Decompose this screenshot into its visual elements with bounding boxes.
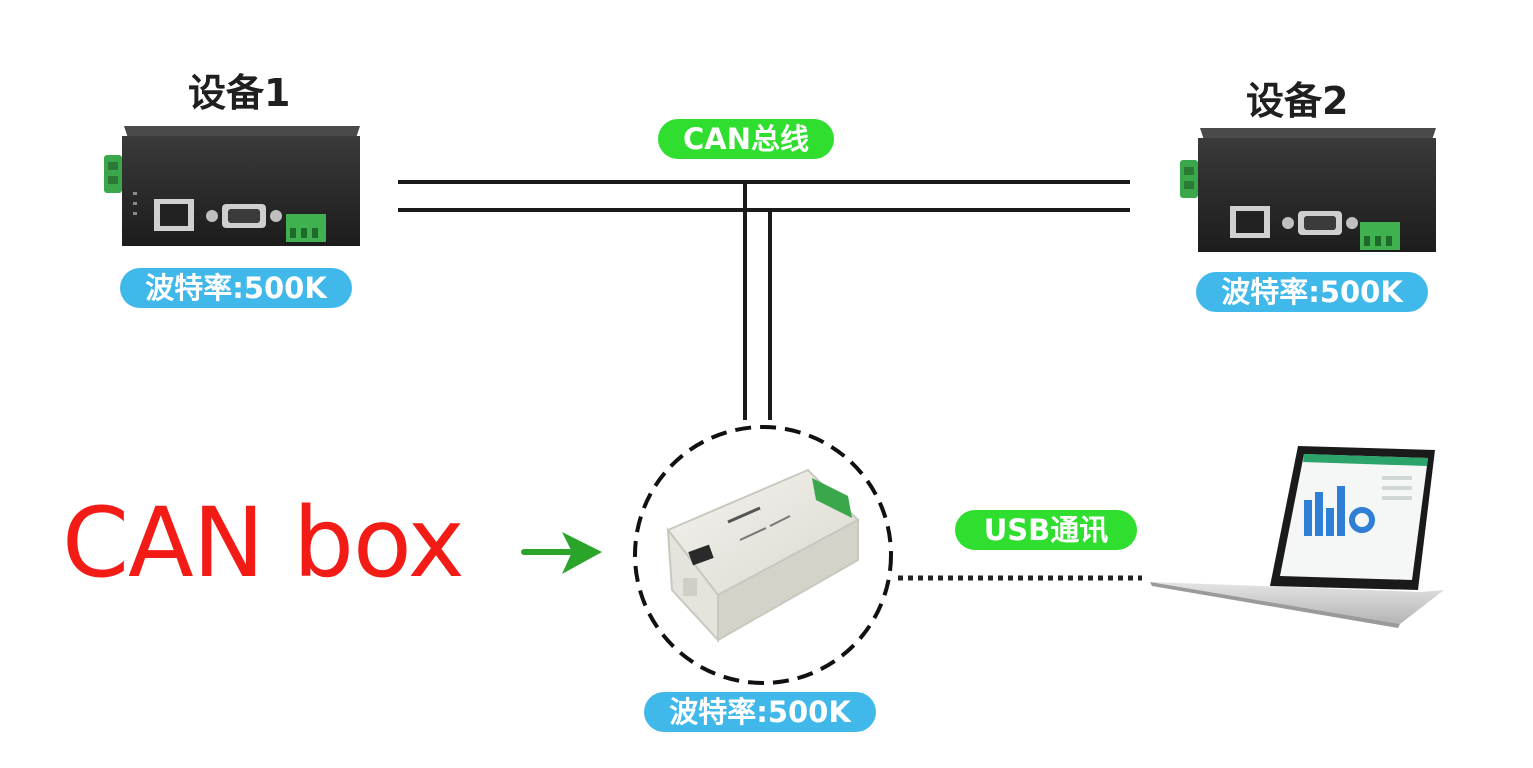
can-bus-lines: [398, 180, 1130, 420]
device-2-title: 设备2: [1246, 79, 1349, 123]
can-bus-label: CAN总线: [658, 119, 834, 159]
laptop-icon: [1150, 446, 1444, 628]
device-2-icon: [1180, 128, 1436, 252]
device-1-icon: [104, 126, 360, 246]
can-box-highlight-circle: [633, 425, 893, 685]
usb-comm-label: USB通讯: [955, 510, 1137, 550]
device-1-baud-badge: 波特率:500K: [120, 268, 352, 308]
device-1-title: 设备1: [188, 71, 291, 115]
usb-can-adapter-icon: [666, 468, 860, 643]
device-2-baud-badge: 波特率:500K: [1196, 272, 1428, 312]
arrow-right-icon: [521, 532, 602, 574]
can-box-annotation: CAN box: [62, 487, 465, 599]
can-box-baud-badge: 波特率:500K: [644, 692, 876, 732]
